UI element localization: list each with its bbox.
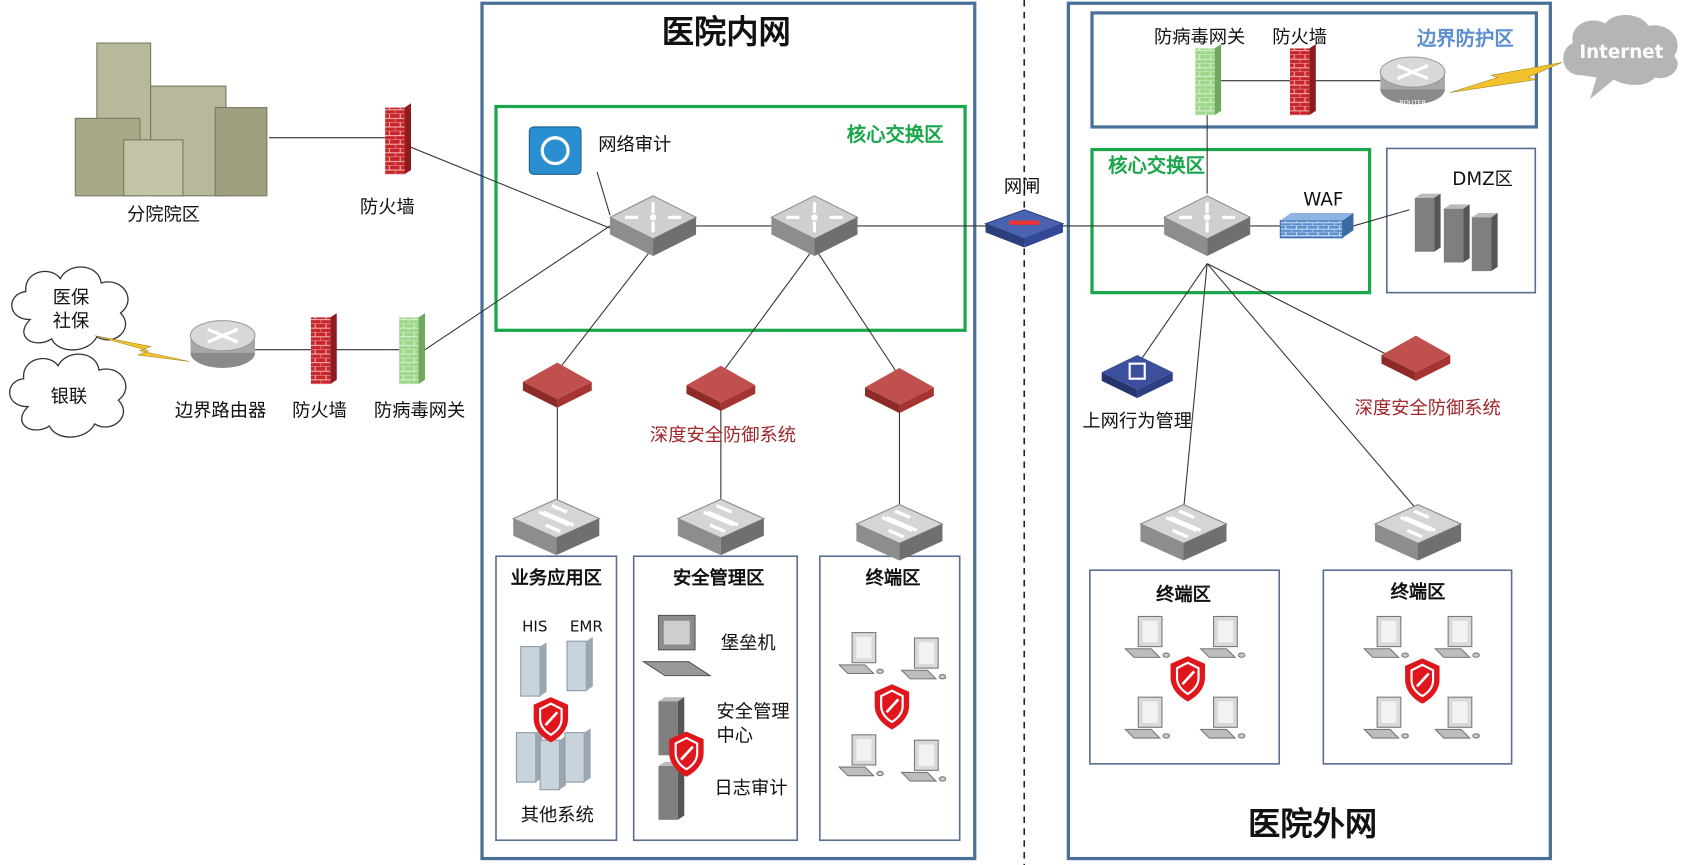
branch-firewall-icon bbox=[385, 103, 411, 175]
security-center-label-line2: 中心 bbox=[717, 725, 754, 746]
internet-lightning-icon bbox=[1450, 62, 1563, 93]
security-access-switch-icon bbox=[676, 497, 766, 557]
intranet-ips-1-icon bbox=[522, 362, 592, 408]
ext-terminal-zone-box-1 bbox=[1089, 569, 1281, 765]
cloud-medical-insurance-line1: 医保 bbox=[53, 287, 90, 308]
terminal-pc-icon bbox=[1200, 615, 1246, 658]
business-zone-box bbox=[495, 555, 618, 842]
gatekeeper-icon bbox=[983, 209, 1065, 248]
external-antivirus-gateway-icon bbox=[399, 313, 425, 385]
terminal-pc-icon bbox=[1124, 615, 1171, 658]
security-center-label-line1: 安全管理 bbox=[717, 702, 790, 723]
terminal-pc-icon bbox=[901, 739, 947, 782]
dmz-server-2-icon bbox=[1443, 204, 1470, 263]
bastion-host-label: 堡垒机 bbox=[721, 633, 776, 654]
security-zone-title: 安全管理区 bbox=[673, 567, 764, 589]
ext-ips-icon bbox=[1381, 335, 1451, 381]
terminal-shield-icon bbox=[873, 682, 911, 731]
external-antivirus-gateway-label: 防病毒网关 bbox=[374, 400, 465, 421]
router-text: ROUTER bbox=[1399, 98, 1426, 106]
terminal-pc-icon bbox=[1363, 615, 1409, 658]
external-firewall-icon bbox=[310, 313, 337, 385]
waf-label: WAF bbox=[1303, 189, 1343, 210]
intranet-ips-2-icon bbox=[686, 365, 756, 411]
terminal-pc-icon bbox=[901, 637, 947, 680]
bastion-host-icon bbox=[641, 614, 712, 677]
network-audit-label: 网络审计 bbox=[598, 135, 671, 156]
extranet-frame bbox=[1066, 1, 1552, 861]
wan-lightning-icon bbox=[94, 335, 190, 362]
terminal-pc-icon bbox=[1200, 696, 1246, 739]
ext-terminal-zone-1-title: 终端区 bbox=[1156, 583, 1211, 605]
security-zone-box bbox=[632, 555, 799, 842]
intranet-core-zone bbox=[494, 104, 967, 332]
border-router-icon bbox=[188, 318, 257, 370]
emr-label: EMR bbox=[570, 618, 603, 636]
other-server-3-icon bbox=[564, 727, 592, 783]
extranet-title: 医院外网 bbox=[1248, 805, 1377, 843]
his-server-icon bbox=[520, 641, 548, 697]
connection-lines bbox=[254, 80, 1419, 512]
dmz-zone bbox=[1386, 147, 1537, 294]
waf-icon bbox=[1279, 213, 1354, 239]
ext-terminal-zone-2-title: 终端区 bbox=[1391, 581, 1446, 603]
other-server-2-icon bbox=[539, 735, 567, 791]
ext-terminal-zone-box-2 bbox=[1322, 569, 1513, 765]
ext-terminal-2-shield-icon bbox=[1403, 657, 1441, 705]
intranet-core-switch-1-icon bbox=[608, 194, 698, 258]
ext-antivirus-gateway-icon bbox=[1195, 44, 1222, 116]
intranet-title: 医院内网 bbox=[662, 13, 791, 51]
gatekeeper-label: 网闸 bbox=[1004, 177, 1041, 198]
terminal-pc-icon bbox=[838, 632, 884, 675]
terminal-zone-box bbox=[819, 555, 961, 842]
ext-firewall-label: 防火墙 bbox=[1272, 27, 1327, 48]
intranet-core-zone-label: 核心交换区 bbox=[847, 123, 944, 146]
dmz-server-1-icon bbox=[1414, 193, 1441, 252]
terminal-access-switch-icon bbox=[854, 502, 945, 563]
cloud-unionpay-label: 银联 bbox=[51, 386, 88, 407]
terminal-zone-title: 终端区 bbox=[866, 567, 921, 589]
branch-firewall-label: 防火墙 bbox=[360, 197, 415, 218]
ext-firewall-icon bbox=[1289, 44, 1316, 116]
terminal-pc-icon bbox=[1124, 696, 1171, 739]
terminal-pc-icon bbox=[1363, 696, 1409, 739]
dmz-label: DMZ区 bbox=[1452, 169, 1513, 190]
log-audit-label: 日志审计 bbox=[714, 778, 787, 799]
dmz-server-3-icon bbox=[1471, 213, 1498, 272]
ext-ips-label: 深度安全防御系统 bbox=[1355, 398, 1501, 419]
cloud-social-insurance-line2: 社保 bbox=[53, 311, 90, 332]
branch-campus-label: 分院院区 bbox=[127, 205, 200, 226]
emr-server-icon bbox=[566, 636, 594, 692]
internet-label: Internet bbox=[1579, 42, 1663, 63]
external-firewall-label: 防火墙 bbox=[292, 400, 347, 421]
ext-terminal-1-shield-icon bbox=[1169, 654, 1207, 703]
business-zone-title: 业务应用区 bbox=[511, 567, 602, 589]
internet-cloud-icon bbox=[1563, 14, 1678, 99]
ext-core-switch-icon bbox=[1162, 194, 1252, 258]
behavior-management-label: 上网行为管理 bbox=[1082, 411, 1192, 432]
network-audit-icon bbox=[528, 126, 582, 175]
border-zone-label: 边界防护区 bbox=[1416, 27, 1514, 50]
terminal-pc-icon bbox=[838, 734, 884, 777]
border-router-label: 边界路由器 bbox=[175, 400, 266, 421]
ext-access-switch-1-icon bbox=[1138, 502, 1229, 563]
his-label: HIS bbox=[522, 618, 547, 636]
business-access-switch-icon bbox=[511, 497, 601, 557]
intranet-ips-label: 深度安全防御系统 bbox=[650, 425, 796, 446]
behavior-management-icon bbox=[1101, 355, 1173, 399]
other-server-1-icon bbox=[515, 727, 543, 783]
ext-antivirus-gateway-label: 防病毒网关 bbox=[1154, 27, 1245, 48]
terminal-pc-icon bbox=[1434, 696, 1480, 739]
medical-insurance-cloud-icon bbox=[11, 266, 129, 351]
intranet-ips-3-icon bbox=[865, 367, 934, 414]
extranet-core-zone-label: 核心交换区 bbox=[1108, 154, 1205, 177]
branch-campus-building-icon bbox=[74, 42, 268, 197]
ext-access-switch-2-icon bbox=[1373, 502, 1463, 563]
ext-router-icon bbox=[1378, 55, 1447, 106]
intranet-core-switch-2-icon bbox=[769, 194, 860, 258]
intranet-frame bbox=[480, 1, 977, 861]
terminal-pc-icon bbox=[1434, 615, 1480, 658]
other-systems-label: 其他系统 bbox=[521, 805, 594, 826]
